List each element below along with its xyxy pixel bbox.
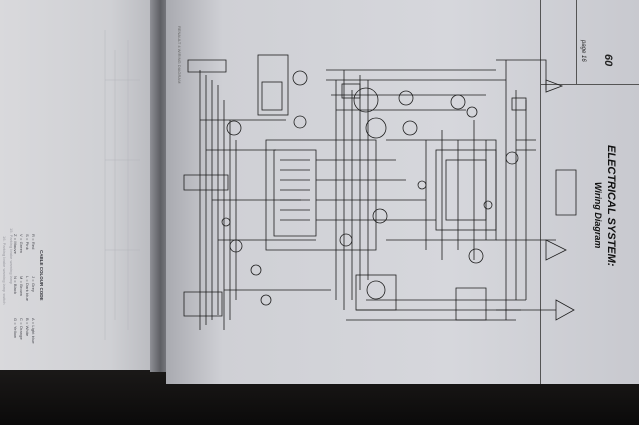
- colour-code-entry: R = Red: [31, 234, 36, 250]
- colour-code-entry: L = Dark blue: [25, 276, 30, 302]
- faded-bleed-through: [104, 30, 140, 340]
- faded-line: 16. Parking brake warning lamp switch: [2, 236, 7, 305]
- colour-code-entry: C = Orange: [19, 318, 24, 340]
- page-box-rule: [576, 0, 577, 84]
- colour-code-entry: B = White: [25, 318, 30, 337]
- colour-code-entry: V = Green: [19, 234, 24, 254]
- colour-code-entry: M = Brown: [19, 276, 24, 297]
- colour-code-entry: Z = Mauve: [13, 234, 18, 254]
- colour-code-entry: N = Black: [13, 276, 18, 295]
- cable-colour-code-title: CABLE COLOUR CODE: [39, 250, 44, 301]
- colour-code-entry: G = Yellow: [13, 318, 18, 339]
- colour-code-entry: J = Grey: [31, 276, 36, 293]
- title-column-rule: [540, 0, 541, 384]
- title-divider: [540, 84, 639, 85]
- left-page: 15. Parking brake warning lamp 16. Parki…: [0, 0, 158, 370]
- wiring-diagram: [183, 54, 577, 330]
- colour-code-entry: S = Pink: [25, 234, 30, 250]
- colour-code-entry: A = Light blue: [31, 318, 36, 344]
- right-page: RENAULT 4 WIRING DIAGRAM page 16 60 ELEC…: [166, 0, 639, 384]
